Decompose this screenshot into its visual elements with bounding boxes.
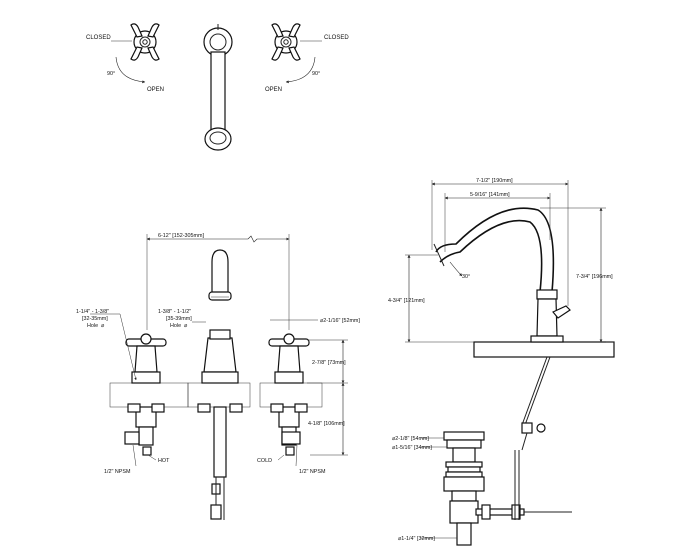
right-handle-front xyxy=(268,333,310,456)
valve-diameter-dimension: ⌀2-1/16" [52mm] xyxy=(320,318,360,324)
countertop-right xyxy=(259,382,323,408)
top-view: CLOSED 90° OPEN CLOSED 90° OPEN xyxy=(86,23,349,151)
countertop-left xyxy=(109,382,189,408)
countertop-center xyxy=(187,382,251,408)
center-hole-line-3: Hole xyxy=(170,323,181,329)
left-closed-label: CLOSED xyxy=(86,35,111,41)
left-hole-line-2: [32-35mm] xyxy=(82,316,108,322)
right-closed-label: CLOSED xyxy=(324,35,349,41)
center-spout-front xyxy=(197,249,243,520)
drain-flange-diameter-dimension: ⌀1-5/16" [34mm] xyxy=(392,445,432,451)
handle-height-dimension: 2-7/8" [73mm] xyxy=(312,360,346,366)
left-open-label: OPEN xyxy=(147,87,164,93)
right-open-label: OPEN xyxy=(265,87,282,93)
side-view: 7-1/2" [190mm] 5-9/16" [141mm] 7-3/4" [1… xyxy=(388,178,615,426)
drain-top-diameter-dimension: ⌀2-1/8" [54mm] xyxy=(392,436,429,442)
left-hole-line-1: 1-1/4" - 1-3/8" xyxy=(76,309,109,315)
center-hole-diameter-icon: ⌀ xyxy=(184,323,187,329)
center-hole-line-1: 1-3/8" - 1-1/2" xyxy=(158,309,191,315)
drain-view: ⌀2-1/8" [54mm] ⌀1-5/16" [34mm] ⌀1-1/4" [… xyxy=(392,422,572,546)
right-angle-label: 90° xyxy=(312,71,320,77)
center-hole-line-2: [35-39mm] xyxy=(166,316,192,322)
right-cross-handle xyxy=(271,23,301,61)
hot-label: HOT xyxy=(158,458,170,464)
overall-height-dimension: 7-3/4" [196mm] xyxy=(576,274,613,280)
right-npsm-label: 1/2" NPSM xyxy=(299,469,326,475)
spout-reach-dimension: 5-9/16" [141mm] xyxy=(470,192,510,198)
side-countertop xyxy=(473,341,615,358)
spout-angle-label: 30° xyxy=(462,274,470,280)
left-hole-diameter-icon: ⌀ xyxy=(101,323,104,329)
spread-dimension: 6-12" [152-305mm] xyxy=(158,233,204,239)
left-hole-line-3: Hole xyxy=(87,323,98,329)
left-npsm-label: 1/2" NPSM xyxy=(104,469,131,475)
spout-height-dimension: 4-3/4" [121mm] xyxy=(388,298,425,304)
left-handle-front xyxy=(124,333,167,456)
cold-label: COLD xyxy=(257,458,272,464)
left-angle-label: 90° xyxy=(107,71,115,77)
front-view: 6-12" [152-305mm] 1-1/4" - 1-3/8" [32-35… xyxy=(76,233,360,520)
drain-tail-diameter-dimension: ⌀1-1/4" [32mm] xyxy=(398,536,435,542)
overall-reach-dimension: 7-1/2" [190mm] xyxy=(476,178,513,184)
shank-length-dimension: 4-1/8" [106mm] xyxy=(308,421,345,427)
left-cross-handle xyxy=(130,23,160,61)
top-spout xyxy=(203,24,233,151)
